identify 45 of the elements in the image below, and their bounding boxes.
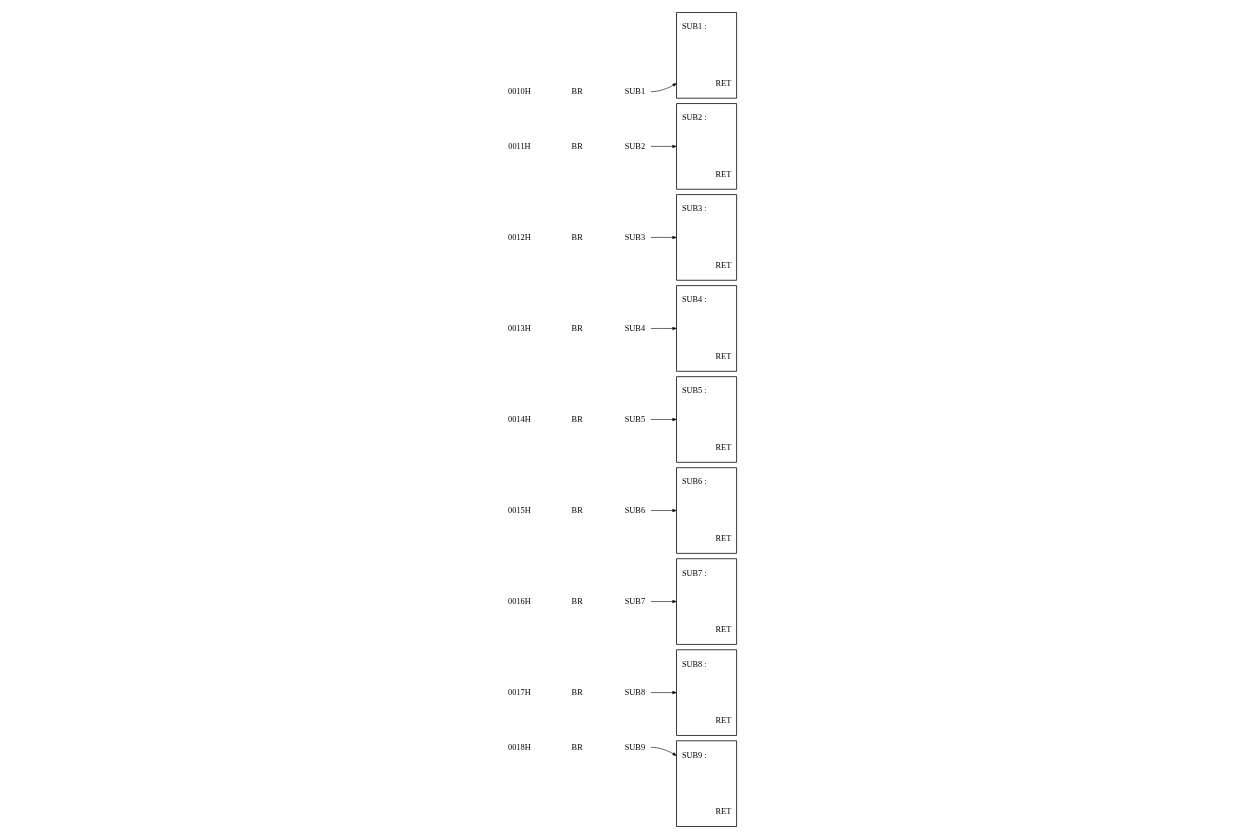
label: 0012H [508,232,531,242]
node-box: SUB1 : RET [676,11,737,99]
arrow [650,417,677,421]
arrow [650,144,677,148]
label: 0015H [508,505,531,515]
arrow [650,508,677,512]
node-box: SUB3 : RET [676,193,737,281]
node-box: SUB8 : RET [676,648,737,736]
arrow [650,690,677,694]
node-text: SUB9 [624,742,646,752]
node-text: SUB8 [624,687,646,697]
label: 0016H [508,596,531,606]
arrow [650,746,677,756]
node-box: SUB6 : RET [676,466,737,554]
label: 0017H [508,687,531,697]
node-box: SUB5 : RET [676,375,737,463]
label: BR [571,141,583,151]
arrow [650,82,677,92]
node-box: SUB2 : RET [676,102,737,190]
label: BR [571,742,583,752]
label: 0018H [508,742,531,752]
label: BR [571,687,583,697]
node-text: SUB4 [624,323,646,333]
node-text: SUB2 [624,141,646,151]
arrow [650,326,677,330]
label: BR [571,505,583,515]
node-text: SUB3 [624,232,646,242]
arrow [650,599,677,603]
label: BR [571,596,583,606]
node-text: SUB6 [624,505,646,515]
label: BR [571,232,583,242]
arrow [650,235,677,239]
label: BR [571,86,583,96]
node-text: SUB1 [624,86,646,96]
node-box: SUB9 : RET [676,739,737,827]
node-box: SUB4 : RET [676,284,737,372]
node-box: SUB7 : RET [676,557,737,645]
label: BR [571,414,583,424]
node-text: SUB5 [624,414,646,424]
label: 0011H [508,141,531,151]
label: BR [571,323,583,333]
label: 0013H [508,323,531,333]
label: 0014H [508,414,531,424]
label: 0010H [508,86,531,96]
node-text: SUB7 [624,596,646,606]
